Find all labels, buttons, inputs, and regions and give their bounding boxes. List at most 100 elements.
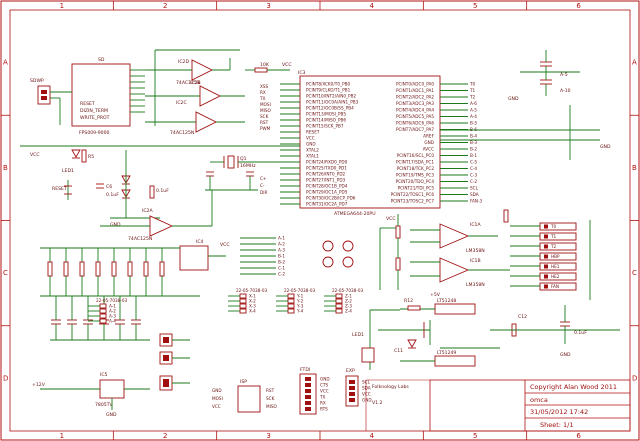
exp-pin-label: GND: [362, 398, 372, 403]
mcu-net-right: C-4: [470, 166, 477, 171]
crystal-ref: Q1: [240, 156, 247, 162]
abc-net: B-1: [278, 254, 285, 259]
motor-pin-label: A-2: [109, 309, 116, 314]
mcu-right-pin: PCINT3/ADC3_PA3: [396, 101, 434, 106]
mcu-net-right: C-3: [470, 173, 477, 178]
ic2d-ref: IC2D: [178, 59, 189, 65]
mcu-right-pin: PCINT21/TDI_PC5: [398, 186, 435, 191]
ic1b-part: LM358N: [466, 282, 485, 288]
ftdi-pin-label: CTS: [320, 383, 328, 388]
frame-row-left-A: A: [3, 59, 8, 67]
cap-body: [143, 261, 149, 277]
ftdi-ref: FTDI: [300, 367, 310, 373]
mcu-net-right: A-4: [470, 114, 477, 119]
ic2c-part: 74AC125N: [170, 130, 194, 136]
motor-pin-label: Z-3: [345, 304, 352, 309]
mcu-left-pin: PCINT26/INT0_PD2: [306, 172, 346, 177]
opamp-resistors: VCC +5V: [379, 209, 509, 298]
ftdi-pin-label: RTS: [320, 407, 328, 412]
v12-label: +12V: [32, 382, 46, 388]
sd-pin-reset: RESET: [80, 101, 95, 107]
frame-col-bottom-2: 2: [163, 432, 167, 440]
mcu-net-right: T2: [469, 95, 476, 100]
mcu-net-right: B-6: [470, 127, 477, 132]
mcu-net-left: C+: [260, 176, 267, 181]
frame-col-top-5: 5: [473, 2, 477, 10]
thermistor-1-label: LT51248: [437, 298, 456, 304]
frame-col-top-3: 3: [266, 2, 270, 10]
vcc-label-1: VCC: [282, 62, 292, 68]
mcu-left-pin: XTAL1: [306, 154, 319, 159]
mcu-right-pin: PCINT17/SDA_PC1: [396, 160, 434, 165]
motor-pin: [99, 308, 107, 314]
mcu-right-pins: PCINT0/ADC0_PA0PCINT1/ADC1_PA1PCINT2/ADC…: [391, 82, 468, 204]
sd-part: FPS009-9000: [79, 130, 110, 136]
mcu-right-pin: PCINT16/SCL_PC0: [397, 153, 435, 158]
ftdi-pin: [305, 401, 311, 405]
motor-pin: [335, 308, 343, 314]
svg-text:R12: R12: [404, 298, 413, 304]
motor-pin: [99, 303, 107, 309]
motor-pin: [99, 318, 107, 324]
mcu-net-right: T1: [469, 88, 476, 93]
ic2a-part: 74AC125N: [128, 236, 152, 242]
motor-pin: [239, 303, 247, 309]
abc-headers: A-1A-2A-3B-1B-2C-1C-2: [240, 236, 285, 277]
mcu-right-pin: PCINT4/ADC4_PA4: [396, 108, 434, 113]
isp-ref: ISP: [240, 379, 247, 385]
title-project: omca: [530, 396, 548, 404]
title-sheet: Sheet: 1/1: [540, 421, 574, 429]
ic2c-ref: IC2C: [176, 100, 187, 106]
expansion-connector: EXP SCLSDAVCCGND: [345, 368, 372, 407]
mosfet-area: R12 C11 LED1: [352, 298, 431, 370]
mcu-right-pin: PCINT5/ADC5_PA5: [396, 114, 434, 119]
svg-text:C6: C6: [106, 184, 112, 190]
right-header-label: FAN: [551, 284, 559, 289]
power-rails: VCC GND: [20, 105, 611, 160]
jumpers-bottom-left: [159, 333, 190, 391]
motor-pin-label: Y-1: [296, 294, 304, 299]
gnd-label-r: GND: [600, 144, 611, 150]
buffer-ic2d: IC2D 74AC125N: [145, 59, 230, 86]
mcu-net-right: C-2: [470, 179, 477, 184]
regulator-ic5: IC5 7805TV +12V GND: [32, 372, 150, 418]
right-header-pin: [544, 224, 548, 229]
svg-text:A-5: A-5: [560, 72, 568, 78]
motor-pin: [287, 308, 295, 314]
mcu-net-left: MISO: [260, 108, 272, 113]
title-block: Copyright Alan Wood 2011 omca 31/05/2012…: [365, 379, 631, 432]
right-header-body: [539, 252, 577, 261]
v5-label-op: +5V: [430, 292, 441, 298]
capacitor-bank: [47, 248, 165, 341]
reset-label: RESET: [52, 186, 67, 192]
svg-text:10K: 10K: [260, 62, 270, 68]
mcu-net-left: C-: [260, 183, 265, 188]
mcu-net-left: RX: [260, 90, 266, 95]
sd-ref: SD: [98, 57, 105, 63]
svg-text:A-10: A-10: [560, 88, 571, 94]
ic4-ref: IC4: [196, 239, 204, 245]
mcu-net-right: SCL: [470, 186, 479, 191]
cap-body: [79, 261, 85, 277]
motor-pin: [335, 303, 343, 309]
frame-col-top-2: 2: [163, 2, 167, 10]
ic5-ref: IC5: [100, 372, 108, 378]
motor-pin-label: X-4: [249, 309, 256, 314]
mcu-left-pin: PCINT12/OC0B/SS_PB4: [306, 106, 354, 111]
svg-text:0.1uF: 0.1uF: [106, 192, 119, 198]
mcu-left-pin: PCINT14/MISO_PB6: [306, 118, 346, 123]
cap-body: [47, 261, 53, 277]
frame-col-bottom-5: 5: [473, 432, 477, 440]
ic1a-part: LM358N: [466, 248, 485, 254]
motor-pin: [239, 308, 247, 314]
thermistor-2: LT51249: [400, 350, 476, 367]
motor-pin: [239, 293, 247, 299]
frame-col-bottom-4: 4: [370, 432, 375, 440]
mcu-right-pin: PCINT2/ADC2_PA2: [396, 95, 434, 100]
right-header-pin: [544, 274, 548, 279]
mcu-right-nets: T0T1T2A-6A-5A-4B-5B-6B-4B-3B-2B-1C-5C-4C…: [469, 82, 483, 204]
motor-pin: [287, 303, 295, 309]
motor-pin: [287, 293, 295, 299]
